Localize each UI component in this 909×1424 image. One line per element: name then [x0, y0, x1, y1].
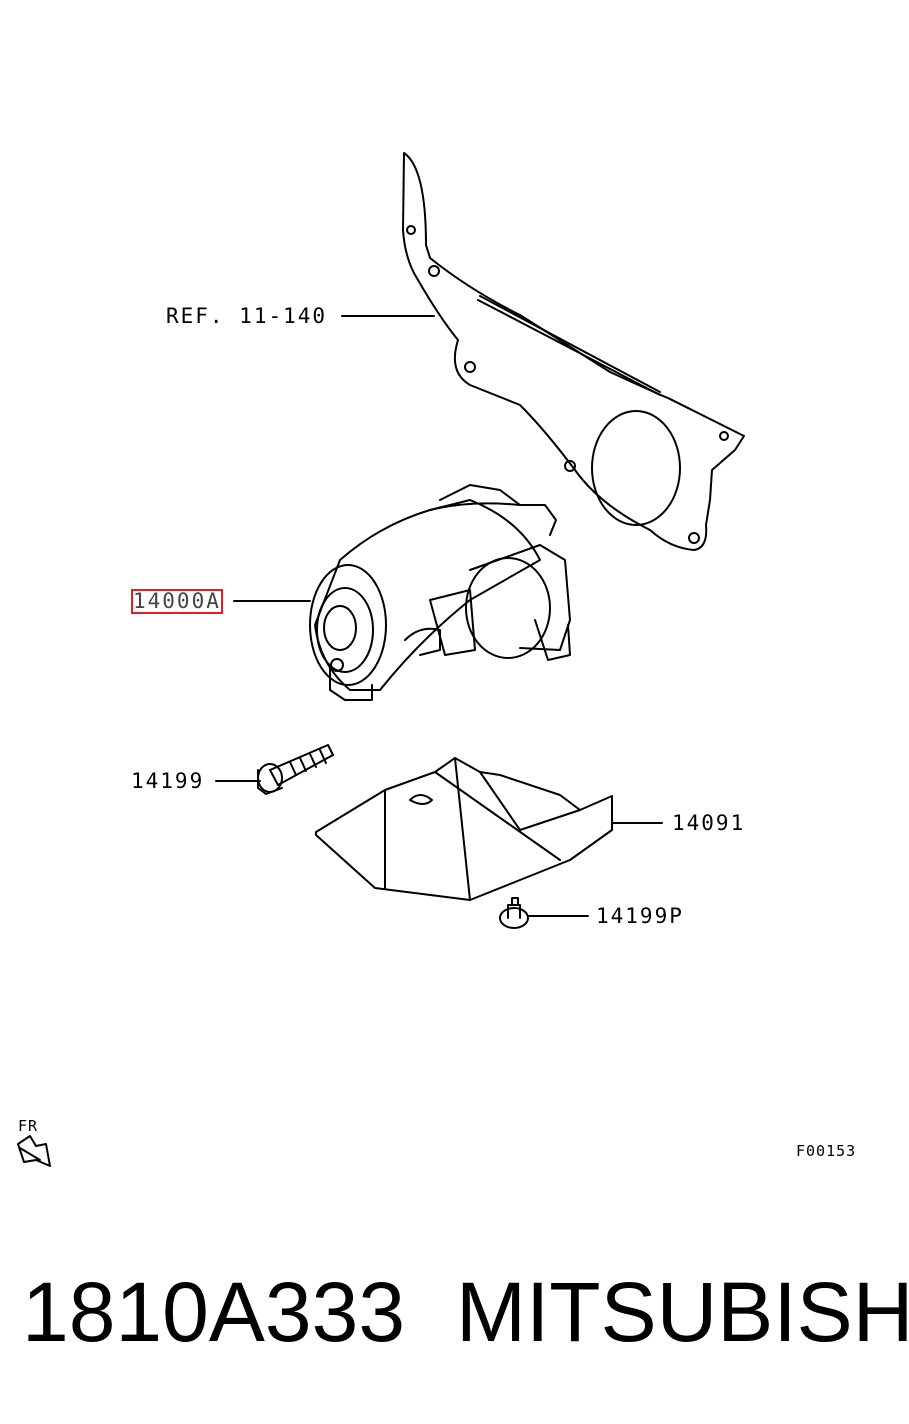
front-arrow-icon: [17, 1135, 51, 1167]
engine-plate: [402, 152, 745, 551]
starter-part-number[interactable]: 14000A: [131, 589, 223, 614]
footer-brand: MITSUBISHI: [456, 1265, 909, 1359]
starter-motor: [309, 484, 571, 701]
ref-label: REF. 11-140: [166, 304, 328, 328]
flange-bolt: [257, 744, 334, 795]
front-label: FR: [18, 1117, 39, 1135]
starter-cover: [315, 757, 613, 901]
nut-part-number[interactable]: 14199P: [596, 904, 684, 928]
cover-part-number[interactable]: 14091: [672, 811, 746, 835]
figure-code: F00153: [796, 1142, 857, 1160]
flange-nut: [499, 897, 529, 929]
footer-part-number: 1810A333: [22, 1265, 406, 1359]
bolt-part-number[interactable]: 14199: [131, 769, 205, 793]
